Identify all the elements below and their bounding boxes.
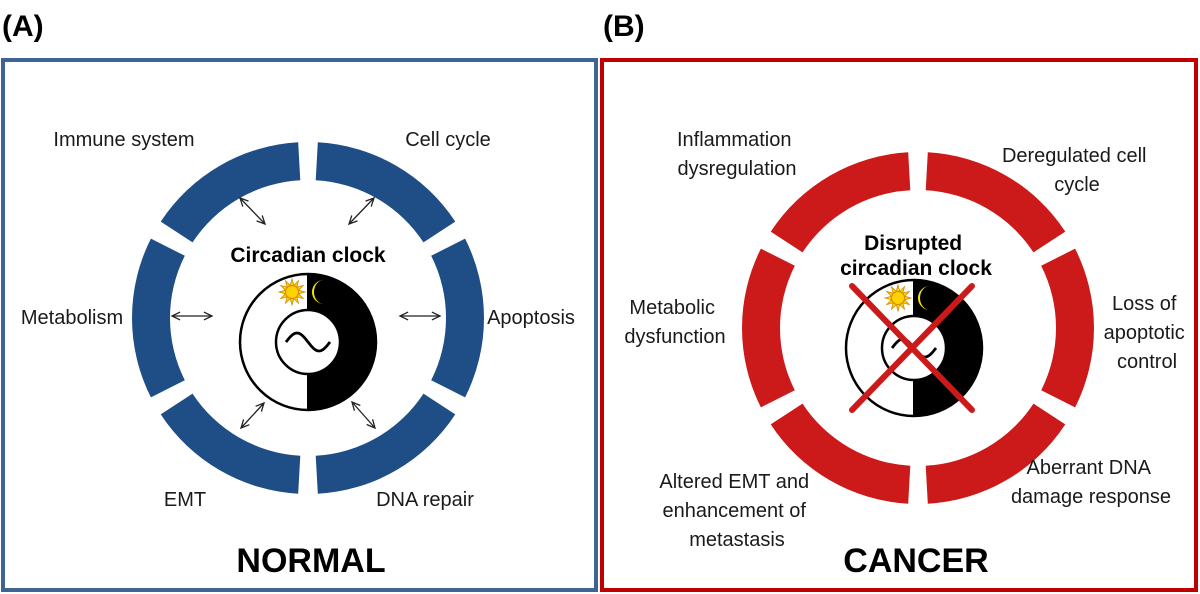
label-line: dysregulation <box>678 158 797 180</box>
label-line: dysfunction <box>624 326 725 348</box>
double-headed-arrow-icon <box>398 311 442 321</box>
clock-label-line: Circadian clock <box>230 244 386 267</box>
crescent-moon-icon <box>312 280 324 304</box>
label-inflammation-dysregulation: Inflammation dysregulation <box>677 129 797 180</box>
arrow-shaft <box>351 401 376 429</box>
label-aberrant-dna-damage-response: Aberrant DNA damage response <box>1011 457 1171 508</box>
ring-segment <box>315 142 456 243</box>
label-line: Loss of <box>1112 293 1177 315</box>
arrow-shaft <box>240 402 265 429</box>
cross-stroke <box>849 283 975 413</box>
double-headed-arrow-icon <box>351 400 376 430</box>
label-immune-system: Immune system <box>53 129 194 151</box>
label-metabolic-dysfunction: Metabolic dysfunction <box>624 297 725 348</box>
ring-segment <box>131 238 185 398</box>
sun-icon <box>277 277 307 307</box>
labels-normal: Immune system Cell cycle Metabolism Apop… <box>21 129 575 511</box>
sun-icon <box>883 283 913 313</box>
label-line: enhancement of <box>663 500 807 522</box>
clock-label-line: circadian clock <box>840 257 992 280</box>
red-x-cross-icon <box>849 283 975 413</box>
arrow-shaft <box>348 197 375 225</box>
label-line: Cell cycle <box>405 129 491 151</box>
double-headed-arrow-icon <box>347 196 376 226</box>
ring-segment <box>160 393 301 494</box>
label-line: DNA repair <box>376 489 474 511</box>
label-metabolism: Metabolism <box>21 307 123 329</box>
label-line: Altered EMT and <box>659 471 809 493</box>
arrow-head <box>256 215 267 226</box>
panel-letter-a: (A) <box>2 10 44 43</box>
label-line: Inflammation <box>677 129 792 151</box>
arrow-head <box>239 419 250 430</box>
label-line: Aberrant DNA <box>1027 457 1152 479</box>
clock-icon-cancer <box>844 278 984 418</box>
double-headed-arrow-icon <box>239 401 266 430</box>
ring-segment <box>770 152 911 253</box>
label-line: Deregulated cell <box>1002 145 1147 167</box>
arrow-head <box>170 311 181 321</box>
panel-title-normal: NORMAL <box>236 542 385 580</box>
label-line: Immune system <box>53 129 194 151</box>
clock-label-line: Disrupted <box>864 232 962 255</box>
ring-segment <box>925 403 1066 504</box>
label-line: cycle <box>1054 174 1100 196</box>
arrow-head <box>398 311 409 321</box>
label-line: Apoptosis <box>487 307 575 329</box>
ring-normal <box>131 142 484 494</box>
clock-label-normal: Circadian clock <box>230 244 386 267</box>
label-line: damage response <box>1011 486 1171 508</box>
ring-segment <box>925 152 1066 253</box>
sun-disc <box>285 285 299 299</box>
arrow-head <box>203 311 214 321</box>
label-line: metastasis <box>689 529 785 551</box>
labels-cancer: Inflammation dysregulation Deregulated c… <box>624 129 1191 551</box>
label-line: apoptotic <box>1104 322 1185 344</box>
label-line: Metabolism <box>21 307 123 329</box>
ring-segment <box>315 393 456 494</box>
label-altered-emt-metastasis: Altered EMT and enhancement of metastasi… <box>659 471 814 551</box>
ring-segment <box>1041 248 1094 408</box>
panel-normal-border <box>1 58 598 592</box>
arrow-head <box>366 419 376 430</box>
label-line: Metabolic <box>629 297 715 319</box>
arrow-head <box>351 400 361 411</box>
clock-icon-normal <box>238 272 378 412</box>
label-dna-repair: DNA repair <box>376 489 474 511</box>
label-line: control <box>1117 351 1177 373</box>
sun-disc <box>891 291 905 305</box>
label-cell-cycle: Cell cycle <box>405 129 491 151</box>
clock-label-cancer: Disrupted circadian clock <box>840 232 992 280</box>
panel-title-cancer: CANCER <box>843 542 988 580</box>
arrow-head <box>347 215 358 226</box>
night-half <box>914 280 982 416</box>
panel-cancer-border <box>600 58 1198 592</box>
ring-segment <box>160 142 301 243</box>
panel-letter-b: (B) <box>603 10 645 43</box>
arrow-shaft <box>239 197 266 225</box>
panel-cancer: (B) Disrupted circadian clock Inflammati… <box>600 10 1198 592</box>
panel-normal: (A) Circadian clock Immune system Cell c… <box>1 10 598 592</box>
label-line: EMT <box>164 489 206 511</box>
label-emt: EMT <box>164 489 206 511</box>
arrow-head <box>431 311 442 321</box>
label-loss-of-apoptotic-control: Loss of apoptotic control <box>1104 293 1191 373</box>
arrow-head <box>365 196 376 207</box>
arrows-normal <box>170 196 442 430</box>
arrow-head <box>238 196 249 207</box>
crescent-moon-icon <box>918 286 930 310</box>
ring-cancer <box>742 152 1094 504</box>
double-headed-arrow-icon <box>170 311 214 321</box>
label-deregulated-cell-cycle: Deregulated cell cycle <box>1002 145 1152 196</box>
double-headed-arrow-icon <box>238 196 267 226</box>
ring-segment <box>431 238 484 398</box>
label-apoptosis: Apoptosis <box>487 307 575 329</box>
sine-wave-icon <box>284 331 332 353</box>
ring-segment <box>770 403 911 504</box>
ring-segment <box>742 248 795 408</box>
night-half <box>308 274 376 410</box>
arrow-head <box>255 401 266 412</box>
